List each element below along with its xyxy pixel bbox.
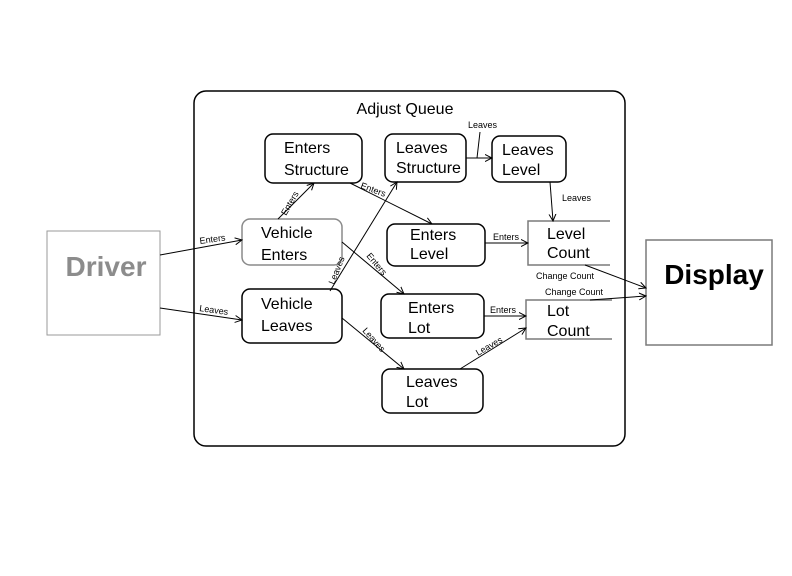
driver-label: Driver	[66, 251, 147, 282]
svg-text:Change Count: Change Count	[545, 287, 604, 297]
svg-text:Structure: Structure	[396, 160, 461, 177]
svg-text:Level: Level	[502, 162, 540, 179]
node-vehicle-enters: Vehicle Enters	[241, 218, 343, 266]
svg-text:Lot: Lot	[547, 303, 570, 320]
adjust-queue-container	[193, 90, 626, 447]
edge-enters-level-to-level-count: Enters	[485, 232, 528, 243]
svg-text:Level: Level	[410, 246, 448, 263]
svg-text:Leaves: Leaves	[562, 193, 592, 203]
edge-leaves-structure-to-leaves-level: Leaves	[466, 120, 498, 158]
node-enters-lot: Enters Lot	[380, 293, 485, 339]
svg-text:Leaves: Leaves	[361, 326, 388, 355]
edge-level-count-to-display: Change Count	[536, 264, 646, 288]
node-leaves-lot: Leaves Lot	[381, 368, 484, 414]
edge-vehicle-leaves-to-leaves-lot: Leaves	[341, 317, 404, 369]
node-leaves-level: Leaves Level	[491, 135, 567, 183]
svg-text:Enters: Enters	[279, 189, 301, 217]
edge-leaves-level-to-level-count: Leaves	[550, 181, 592, 221]
driver-box	[46, 230, 161, 336]
svg-text:Leaves: Leaves	[396, 140, 448, 157]
svg-text:Enters: Enters	[261, 247, 307, 264]
svg-text:Leaves: Leaves	[468, 120, 498, 130]
svg-text:Leaves: Leaves	[327, 255, 347, 286]
svg-text:Leaves: Leaves	[406, 374, 458, 391]
edge-lot-count-to-display: Change Count	[545, 287, 646, 301]
node-vehicle-leaves: Vehicle Leaves	[241, 288, 343, 344]
node-level-count: Level Count	[527, 220, 610, 266]
svg-text:Leaves: Leaves	[261, 318, 313, 335]
svg-text:Enters: Enters	[410, 227, 456, 244]
edge-driver-to-vehicle-enters: Enters	[159, 232, 242, 256]
edge-driver-to-vehicle-leaves: Leaves	[159, 303, 242, 320]
svg-text:Leaves: Leaves	[502, 142, 554, 159]
svg-text:Count: Count	[547, 323, 590, 340]
node-enters-level: Enters Level	[386, 223, 486, 267]
svg-text:Change Count: Change Count	[536, 271, 595, 281]
edge-enters-structure-to-enters-level: Enters	[349, 180, 432, 224]
svg-text:Structure: Structure	[284, 162, 349, 179]
svg-text:Level: Level	[547, 226, 585, 243]
node-enters-structure: Enters Structure	[264, 133, 363, 184]
edge-vehicle-enters-to-enters-lot: Enters	[341, 241, 404, 294]
svg-text:Lot: Lot	[408, 320, 431, 337]
adjust-queue-title: Adjust Queue	[357, 101, 454, 118]
svg-text:Enters: Enters	[199, 232, 227, 246]
svg-text:Count: Count	[547, 245, 590, 262]
node-lot-count: Lot Count	[525, 299, 612, 340]
edge-enters-lot-to-lot-count: Enters	[484, 305, 526, 316]
edge-leaves-lot-to-lot-count: Leaves	[459, 328, 526, 370]
svg-text:Leaves: Leaves	[199, 303, 230, 317]
svg-text:Enters: Enters	[284, 140, 330, 157]
svg-text:Enters: Enters	[359, 180, 387, 198]
svg-text:Enters: Enters	[493, 232, 520, 242]
display-box	[645, 239, 773, 346]
svg-text:Vehicle: Vehicle	[261, 296, 313, 313]
node-leaves-structure: Leaves Structure	[384, 133, 467, 183]
svg-text:Enters: Enters	[408, 300, 454, 317]
svg-text:Enters: Enters	[490, 305, 517, 315]
edge-vehicle-enters-to-enters-structure: Enters	[277, 183, 314, 220]
svg-text:Vehicle: Vehicle	[261, 225, 313, 242]
display-label: Display	[664, 259, 764, 290]
svg-text:Lot: Lot	[406, 394, 429, 411]
